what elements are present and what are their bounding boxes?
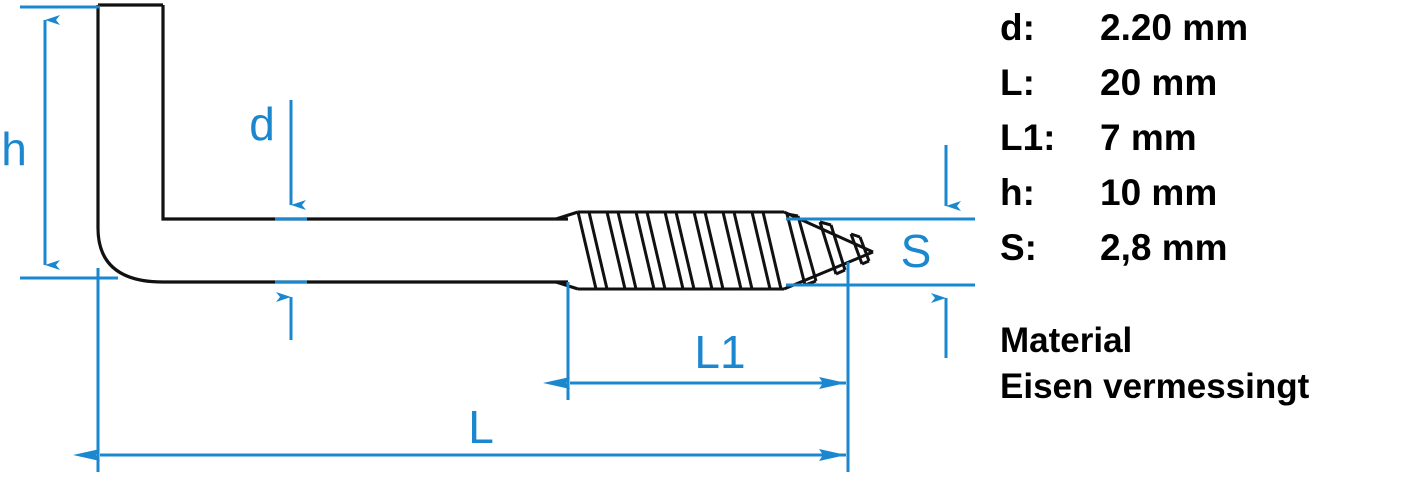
dimension-label-l1: L1: [694, 326, 745, 378]
spec-value-S: 2,8 mm: [1100, 227, 1228, 268]
dimension-label-s: S: [901, 225, 932, 277]
dimension-s: [786, 145, 975, 358]
thread-shoulder: [555, 210, 579, 291]
dimension-d: [275, 100, 307, 340]
dimension-l1: [543, 262, 850, 400]
spec-value-L1: 7 mm: [1100, 117, 1197, 158]
screw-threads-cylindrical: [576, 210, 784, 291]
dimension-l: [73, 268, 850, 472]
spec-key-S: S:: [1000, 227, 1037, 268]
dimension-label-h: h: [1, 123, 27, 175]
dimension-label-d: d: [249, 98, 275, 150]
spec-key-h: h:: [1000, 172, 1035, 213]
screw-tip-taper: [783, 210, 874, 291]
dimension-h: [20, 5, 118, 280]
dimension-label-l: L: [468, 401, 494, 453]
material-value: Eisen vermessingt: [1000, 367, 1310, 406]
hook-body-outline: [96, 3, 568, 284]
spec-value-h: 10 mm: [1100, 172, 1218, 213]
spec-value-L: 20 mm: [1100, 62, 1218, 103]
spec-key-L: L:: [1000, 62, 1035, 103]
material-block: Material Eisen vermessingt: [1000, 318, 1424, 410]
spec-value-d: 2.20 mm: [1100, 7, 1249, 48]
specification-list: d: 2.20 mm L: 20 mm L1: 7 mm h: 10 mm S:…: [1000, 0, 1424, 270]
spec-key-d: d:: [1000, 7, 1035, 48]
material-heading: Material: [1000, 321, 1133, 360]
spec-key-L1: L1:: [1000, 117, 1056, 158]
